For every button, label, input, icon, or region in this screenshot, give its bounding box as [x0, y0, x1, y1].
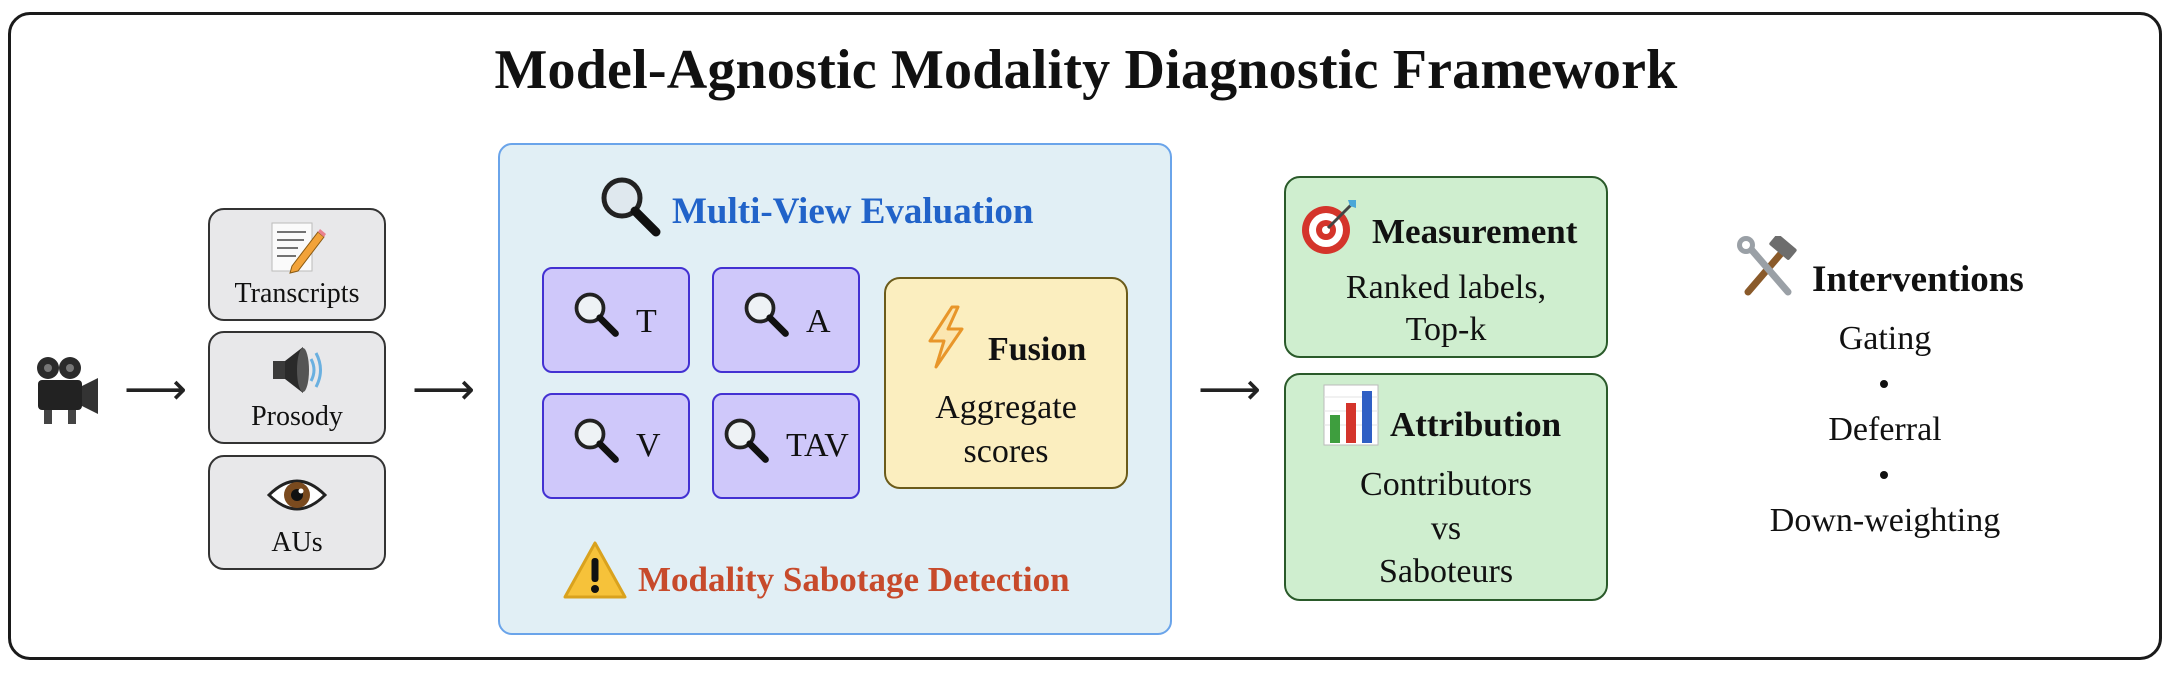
view-box-a: A: [712, 267, 860, 373]
fusion-box: Fusion Aggregate scores: [884, 277, 1128, 489]
view-label: A: [806, 303, 831, 340]
view-label: T: [636, 303, 657, 340]
sabotage-detection-title: Modality Sabotage Detection: [638, 560, 1070, 599]
memo-icon: [271, 222, 326, 274]
diagram-frame: [8, 12, 2162, 660]
view-label: V: [636, 427, 661, 464]
magnifier-icon: [744, 292, 789, 337]
warning-icon: [563, 541, 627, 599]
magnifier-icon: [574, 292, 619, 337]
measurement-line2: Top-k: [1405, 311, 1487, 348]
input-label: AUs: [271, 527, 323, 558]
view-box-v: V: [542, 393, 690, 499]
fusion-desc-line2: scores: [963, 433, 1049, 470]
magnifier-icon: [574, 418, 619, 463]
view-box-t: T: [542, 267, 690, 373]
attribution-line3: Saboteurs: [1378, 553, 1514, 590]
intervention-item: Down-weighting: [1769, 502, 2001, 539]
fusion-title: Fusion: [988, 331, 1087, 368]
target-icon: [1302, 200, 1356, 254]
fusion-desc-line1: Aggregate: [935, 389, 1077, 426]
attribution-box: Attribution Contributors vs Saboteurs: [1284, 373, 1608, 601]
input-label: Transcripts: [234, 278, 360, 309]
lightning-icon: [928, 305, 964, 369]
magnifier-icon: [601, 177, 661, 237]
eye-icon: [267, 479, 327, 511]
hammer-and-wrench-icon: [1737, 236, 1797, 296]
magnifier-icon: [724, 418, 769, 463]
movie-camera-icon: [34, 354, 100, 431]
measurement-title: Measurement: [1372, 212, 1578, 251]
measurement-line1: Ranked labels,: [1345, 269, 1547, 306]
input-transcripts: Transcripts: [208, 208, 386, 321]
arrow-right-icon: ⟶: [412, 364, 476, 415]
arrow-right-icon: ⟶: [1198, 364, 1262, 415]
intervention-item: Gating: [1838, 320, 1932, 357]
measurement-box: Measurement Ranked labels, Top-k: [1284, 176, 1608, 358]
diagram-title: Model-Agnostic Modality Diagnostic Frame…: [494, 39, 1678, 101]
attribution-line1: Contributors: [1360, 466, 1532, 503]
view-box-tav: TAV: [712, 393, 860, 499]
input-prosody: Prosody: [208, 331, 386, 444]
bar-chart-icon: [1323, 384, 1379, 446]
view-label: TAV: [786, 427, 849, 464]
bullet-dot: [1880, 380, 1888, 388]
bullet-dot: [1880, 471, 1888, 479]
attribution-title: Attribution: [1390, 405, 1562, 444]
interventions-title: Interventions: [1812, 259, 2024, 300]
speaker-icon: [273, 347, 322, 393]
multi-view-title: Multi-View Evaluation: [672, 191, 1034, 232]
arrow-right-icon: ⟶: [124, 364, 188, 415]
input-label: Prosody: [251, 401, 343, 432]
attribution-line2: vs: [1430, 510, 1462, 547]
input-aus: AUs: [208, 455, 386, 570]
intervention-item: Deferral: [1828, 411, 1942, 448]
